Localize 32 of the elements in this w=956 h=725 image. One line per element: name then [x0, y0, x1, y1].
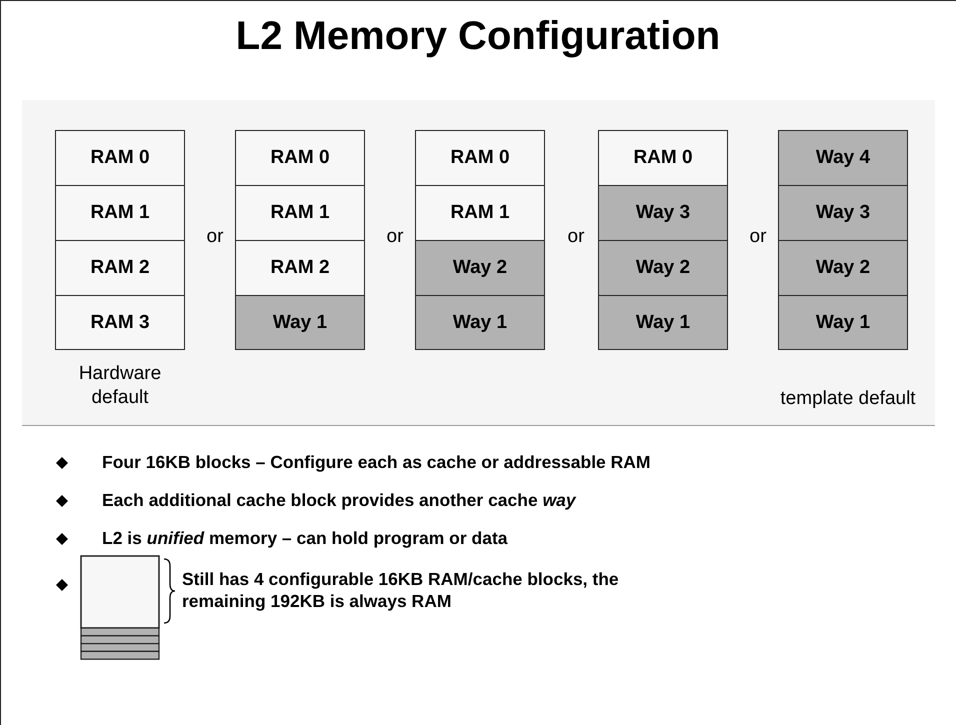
ram-block: RAM 0	[598, 130, 728, 186]
bullet-text: Four 16KB blocks – Configure each as cache or addressable RAM	[102, 452, 651, 473]
cache-way-block: Way 3	[598, 185, 728, 242]
ram-block: RAM 0	[235, 130, 365, 186]
slide-title: L2 Memory Configuration	[234, 14, 722, 59]
or-label: or	[566, 225, 586, 249]
or-label: or	[206, 225, 224, 249]
cache-way-block: Way 1	[415, 295, 545, 350]
ram-block: RAM 0	[415, 130, 545, 186]
ram-block: RAM 1	[55, 185, 185, 242]
cache-way-block: Way 2	[415, 240, 545, 296]
column-caption: template default	[779, 387, 917, 411]
bullet-text: Still has 4 configurable 16KB RAM/cache blocks, the remaining 192KB is always RAM	[182, 568, 620, 612]
ram-block: RAM 2	[235, 240, 365, 296]
ram-block: RAM 3	[55, 295, 185, 350]
cache-way-block: Way 2	[778, 240, 908, 296]
bullet-text: Each additional cache block provides another cache way	[102, 490, 576, 511]
cache-way-block: Way 3	[778, 185, 908, 242]
cache-way-block: Way 1	[235, 295, 365, 350]
cache-way-block: Way 1	[778, 295, 908, 350]
ram-block: RAM 1	[235, 185, 365, 242]
cache-way-block: Way 4	[778, 130, 908, 186]
or-label: or	[386, 225, 404, 249]
cache-way-block: Way 2	[598, 240, 728, 296]
ram-block: RAM 1	[415, 185, 545, 242]
ram-block: RAM 2	[55, 240, 185, 296]
column-caption: Hardware default	[78, 362, 162, 410]
memory-block-drawing	[80, 555, 160, 660]
cache-way-block: Way 1	[598, 295, 728, 350]
or-label: or	[748, 225, 768, 249]
ram-block: RAM 0	[55, 130, 185, 186]
bullet-text: L2 is unified memory – can hold program or data	[102, 528, 508, 549]
